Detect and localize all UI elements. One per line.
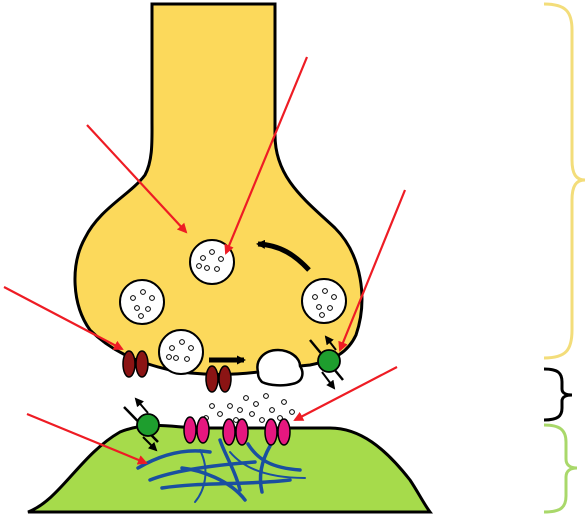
- synaptic-vesicles: [119, 239, 347, 375]
- synaptic-vesicle: [189, 239, 235, 285]
- synaptic-cleft-brace: [543, 367, 573, 422]
- postsynaptic-receptor: [183, 416, 210, 444]
- reuptake-transporter-postsynaptic: [123, 397, 160, 452]
- annotation-arrow: [293, 366, 398, 421]
- annotation-arrow: [86, 124, 188, 234]
- calcium-channel: [122, 350, 149, 378]
- presynaptic-region-brace: [543, 2, 586, 360]
- annotation-arrow: [3, 286, 124, 350]
- postsynaptic-density: [136, 438, 306, 503]
- postsynaptic-region-brace: [543, 423, 578, 514]
- calcium-channel: [205, 365, 232, 393]
- postsynaptic-receptor: [264, 418, 291, 446]
- neurotransmitter-molecules: [203, 393, 295, 423]
- synaptic-vesicle: [158, 329, 204, 375]
- annotation-arrow: [338, 189, 407, 352]
- synaptic-vesicle: [119, 279, 165, 325]
- synaptic-vesicle: [301, 278, 347, 324]
- annotation-arrow: [224, 56, 309, 255]
- reuptake-transporter-presynaptic: [309, 335, 344, 390]
- postsynaptic-receptor: [222, 418, 249, 446]
- vesicle-fusion-pore: [256, 348, 304, 387]
- vesicle-recycling-arrow: [256, 239, 311, 272]
- annotation-arrow: [26, 412, 148, 465]
- annotation-arrows: [3, 56, 407, 465]
